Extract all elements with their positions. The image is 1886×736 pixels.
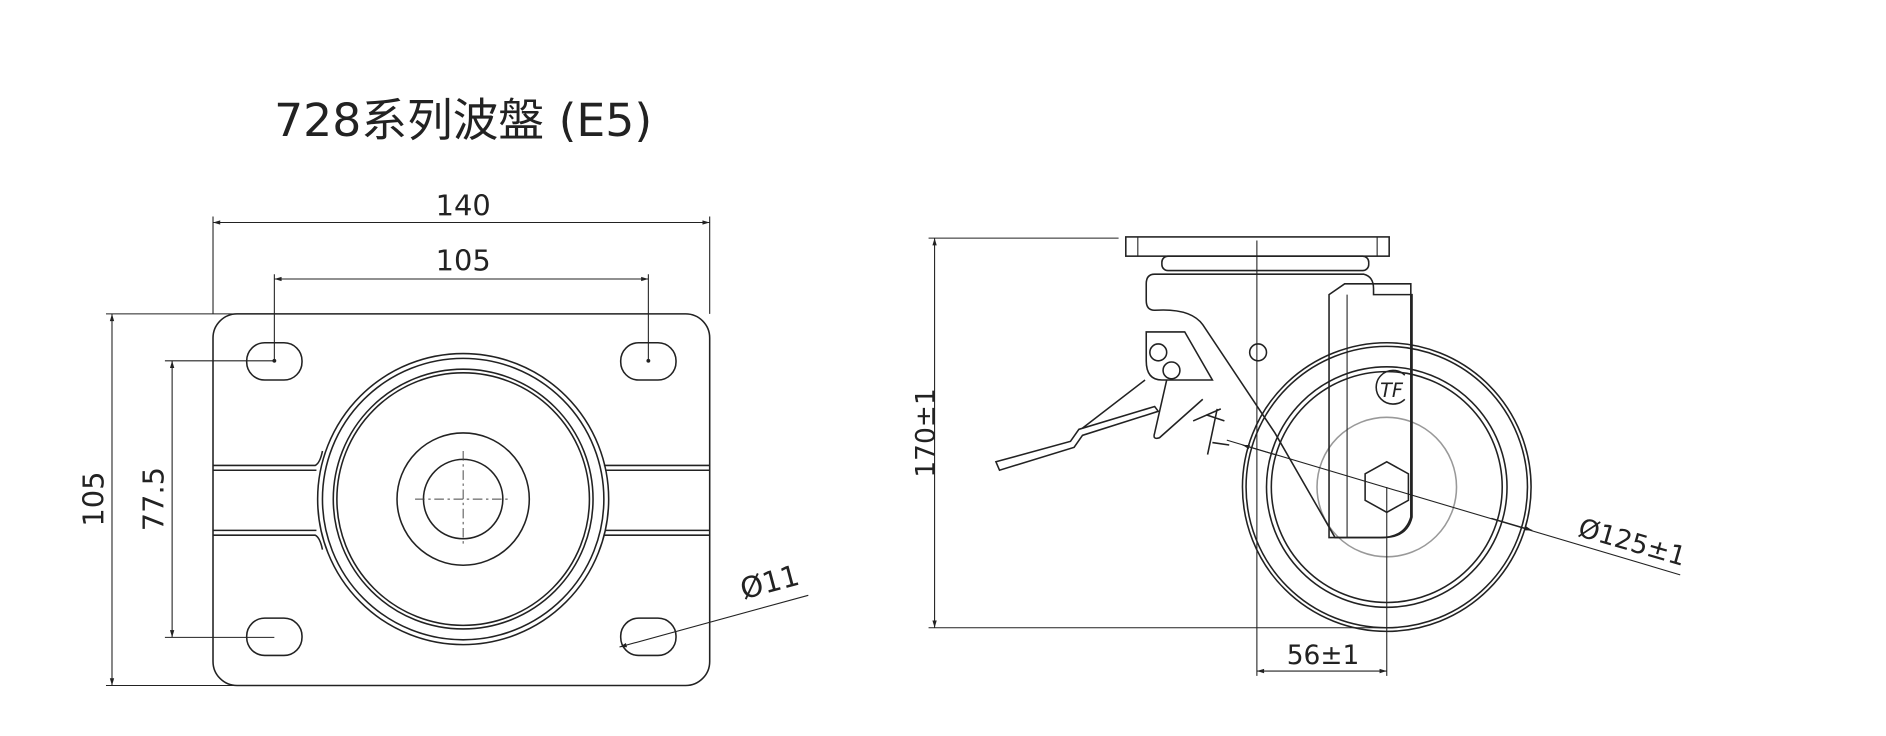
dim-width-label: 140: [436, 188, 491, 222]
swivel-housing: [1145, 273, 1413, 539]
plate-channel-top: [213, 450, 710, 472]
fork-leg: [1328, 283, 1412, 539]
brake-bracket: [1145, 331, 1214, 381]
bracket-hole-2: [1162, 361, 1181, 380]
dim-hole-spacing-x-label: 105: [436, 244, 491, 278]
plate-outline: [212, 313, 711, 687]
dim-leader-125: [1226, 439, 1681, 576]
dim-leader-11: [619, 594, 809, 648]
mounting-slot-bl: [245, 617, 303, 657]
bracket-hole-1: [1149, 343, 1168, 362]
plate-channel-bottom: [213, 529, 710, 550]
dim-hole-diameter-label: Ø11: [737, 558, 803, 606]
tf-logo: TF: [1375, 369, 1406, 405]
center-mark: [415, 450, 512, 548]
plate-ring-2: [332, 368, 594, 630]
mounting-slot-br: [619, 617, 677, 657]
dim-hole-spacing-y-label: 77.5: [137, 467, 171, 531]
axle-hole: [1248, 343, 1268, 362]
drawing-title: 728系列波盤 (E5): [274, 94, 652, 147]
plate-outer-ring: [316, 352, 610, 646]
brake-pad: [1206, 408, 1230, 455]
plate-inner-ring: [321, 357, 605, 641]
top-plate: [1125, 236, 1390, 257]
brake-pedal: [994, 405, 1160, 472]
swivel-race: [1161, 255, 1370, 272]
dim-overall-height-label: 170±1: [911, 388, 942, 477]
dim-offset-label: 56±1: [1287, 640, 1360, 671]
plate-ring-3: [336, 372, 591, 627]
svg-text:TF: TF: [1380, 379, 1404, 402]
caster-side-view: TF 170±1 56±1 Ø125±1: [911, 236, 1690, 676]
brake-arm: [1082, 379, 1222, 440]
mounting-plate-view: 140 105 105 77.5 Ø11: [77, 188, 809, 687]
dim-wheel-diameter-label: Ø125±1: [1575, 513, 1690, 573]
dim-height-label: 105: [77, 472, 111, 527]
hub-circle: [396, 432, 531, 567]
